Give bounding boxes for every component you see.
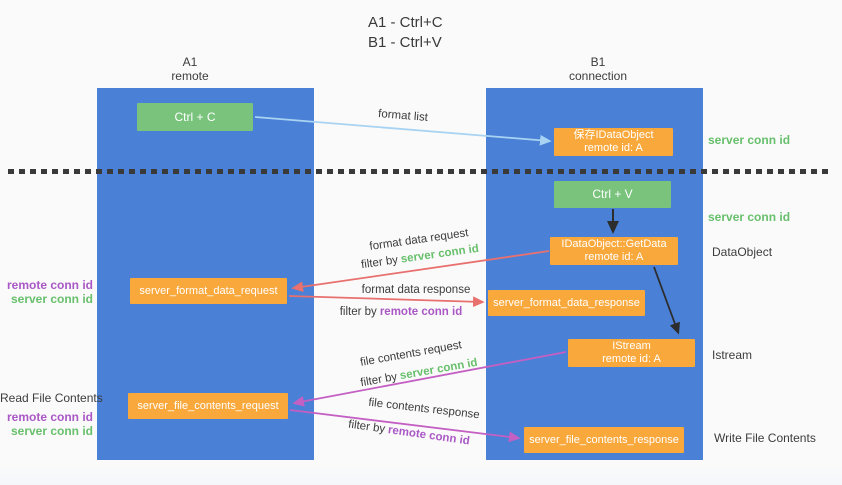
node-file-response-label: server_file_contents_response (529, 433, 679, 446)
node-idataobject-getdata: IDataObject::GetData remote id: A (550, 237, 678, 265)
node-istream: IStream remote id: A (568, 339, 695, 367)
right-label-istream: Istream (712, 348, 753, 362)
filter-by-text: filter by (359, 370, 399, 390)
diagram-title: A1 - Ctrl+C B1 - Ctrl+V (368, 13, 443, 53)
right-label-dataobject: DataObject (712, 245, 773, 259)
lifeline-header-b1: B1 connection (528, 55, 668, 84)
filter-by-text: filter by (360, 254, 399, 272)
remote-conn-id-text: remote conn id (379, 306, 463, 318)
left-label-remote-conn-id-bottom: remote conn id (6, 410, 93, 424)
left-conn-id-group-mid: remote conn id server conn id (0, 278, 93, 306)
node-getdata-line1: IDataObject::GetData (561, 238, 667, 250)
left-label-server-conn-id-mid: server conn id (10, 292, 93, 306)
node-save-idataobject-line2: remote id: A (584, 142, 643, 154)
lifeline-header-a1: A1 remote (120, 55, 260, 84)
server-conn-id-text: server conn id (398, 356, 479, 383)
separator-dotted-line (8, 169, 828, 174)
title-line-1: A1 - Ctrl+C (368, 14, 443, 31)
filter-by-text: filter by (347, 418, 386, 436)
lifeline-b1-title: B1 (590, 55, 606, 69)
remote-conn-id-text: remote conn id (387, 424, 471, 448)
right-label-server-conn-id-mid: server conn id (708, 210, 791, 224)
right-label-server-conn-id-top: server conn id (708, 133, 791, 147)
filter-by-text: filter by (339, 306, 377, 318)
lifeline-a1-title: A1 (182, 55, 198, 69)
node-ctrl-v-label: Ctrl + V (592, 187, 633, 201)
node-save-idataobject: 保存IDataObject remote id: A (554, 128, 673, 156)
node-getdata-line2: remote id: A (584, 251, 644, 263)
node-server-format-data-response: server_format_data_response (488, 290, 645, 316)
node-file-request-label: server_file_contents_request (137, 399, 279, 412)
node-save-idataobject-line1: 保存IDataObject (573, 129, 654, 141)
node-istream-line1: IStream (612, 340, 651, 352)
node-format-response-label: server_format_data_response (493, 296, 640, 309)
node-server-file-contents-response: server_file_contents_response (524, 427, 684, 453)
title-line-2: B1 - Ctrl+V (368, 33, 442, 51)
node-server-format-data-request: server_format_data_request (130, 278, 287, 304)
label-format-list: format list (377, 108, 429, 124)
label-format-data-response: format data response (361, 284, 471, 296)
node-istream-line2: remote id: A (602, 353, 661, 365)
node-ctrl-c: Ctrl + C (137, 103, 253, 131)
right-label-write-file-contents: Write File Contents (714, 431, 816, 445)
node-ctrl-v: Ctrl + V (554, 181, 671, 208)
left-label-server-conn-id-bottom: server conn id (10, 424, 93, 438)
lifeline-a1-subtitle: remote (171, 69, 209, 84)
left-label-read-file-contents: Read File Contents (0, 391, 103, 405)
left-label-remote-conn-id-mid: remote conn id (6, 278, 93, 292)
format-data-response-arrow (288, 295, 485, 308)
node-ctrl-c-label: Ctrl + C (174, 109, 216, 124)
label-file-contents-response: file contents response (367, 396, 481, 422)
label-filter-by-remote-conn-id-2: filter byremote conn id (348, 419, 471, 448)
node-server-file-contents-request: server_file_contents_request (128, 393, 288, 419)
node-format-request-label: server_format_data_request (139, 284, 278, 297)
lifeline-b1-subtitle: connection (568, 69, 628, 84)
left-conn-id-group-bottom: Read File Contents remote conn id server… (0, 391, 103, 438)
